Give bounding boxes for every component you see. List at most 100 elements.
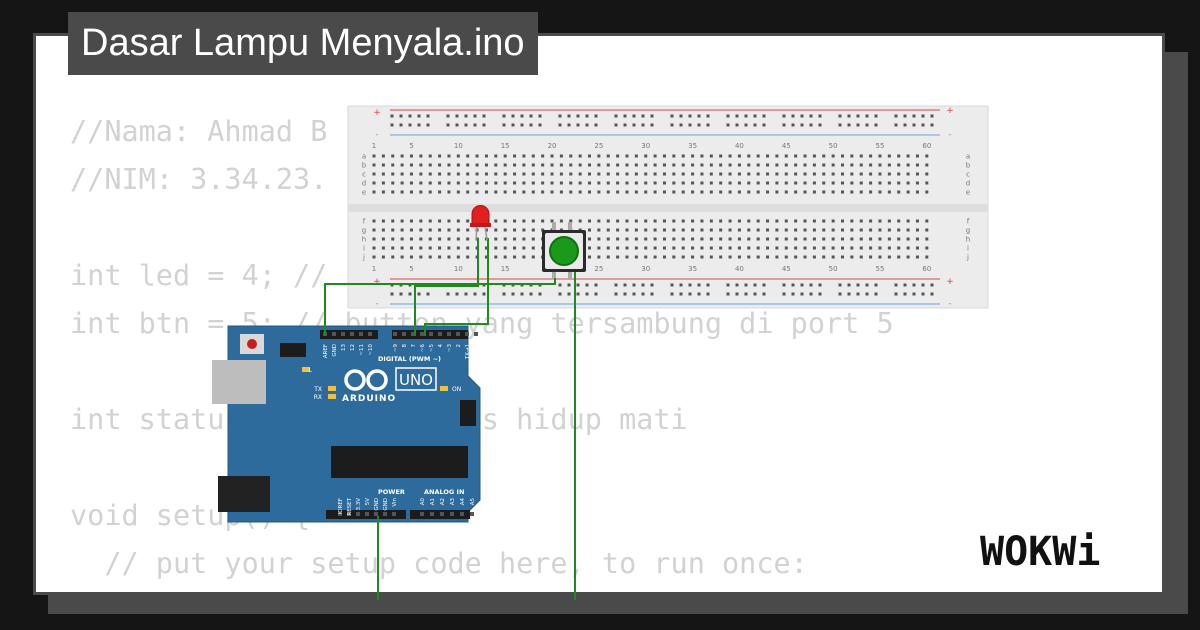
header-pin[interactable] bbox=[420, 512, 424, 516]
breadboard-row-letter: h bbox=[362, 236, 366, 244]
breadboard-column-number: 45 bbox=[782, 142, 791, 150]
header-pin[interactable] bbox=[429, 332, 433, 336]
header-pin[interactable] bbox=[392, 512, 396, 516]
header-pin[interactable] bbox=[383, 512, 387, 516]
arduino-uno-board[interactable]: UNO ARDUINO DIGITAL (PWM ~) POWER ANALOG… bbox=[212, 325, 481, 523]
header-pin[interactable] bbox=[465, 332, 469, 336]
header-pin[interactable] bbox=[450, 512, 454, 516]
breadboard-row-letter: e bbox=[966, 189, 970, 197]
header-pin[interactable] bbox=[341, 332, 345, 336]
breadboard-column-number: 1 bbox=[372, 142, 376, 150]
breadboard-rail-sign: - bbox=[375, 130, 378, 140]
pin-label: ~11 bbox=[359, 344, 365, 356]
pin-label: IOREF bbox=[338, 498, 344, 514]
push-button[interactable] bbox=[542, 222, 586, 278]
breadboard-row-letter: a bbox=[966, 153, 970, 161]
header-pin[interactable] bbox=[338, 512, 342, 516]
breadboard-column-number: 45 bbox=[782, 265, 791, 273]
code-line: int led = 4; // bbox=[70, 259, 328, 292]
pin-label: 12 bbox=[350, 344, 356, 351]
header-pin[interactable] bbox=[474, 332, 478, 336]
pin-label: 8 bbox=[402, 344, 408, 348]
header-pin[interactable] bbox=[356, 512, 360, 516]
top-header-left bbox=[320, 330, 378, 339]
power-jack bbox=[218, 476, 270, 512]
pin-label: ~10 bbox=[368, 344, 374, 356]
header-pin[interactable] bbox=[374, 512, 378, 516]
breadboard-row-letter: d bbox=[966, 180, 970, 188]
pin-label: TX→1 bbox=[465, 344, 471, 360]
breadboard-column-number: 50 bbox=[829, 142, 838, 150]
breadboard-row-letter: a bbox=[362, 153, 366, 161]
header-pin[interactable] bbox=[365, 512, 369, 516]
breadboard-row-letter: e bbox=[362, 189, 366, 197]
breadboard-column-number: 30 bbox=[641, 142, 650, 150]
wokwi-logo-text: WOKWi bbox=[980, 529, 1100, 575]
header-pin[interactable] bbox=[368, 332, 372, 336]
breadboard-row-letter: f bbox=[967, 218, 970, 226]
pin-label: 13 bbox=[341, 344, 347, 351]
header-pin[interactable] bbox=[347, 512, 351, 516]
header-pin[interactable] bbox=[411, 332, 415, 336]
led-l-label: L bbox=[309, 367, 313, 374]
breadboard-row-letter: j bbox=[966, 254, 969, 262]
red-led[interactable] bbox=[470, 205, 491, 241]
breadboard-column-number: 15 bbox=[501, 142, 510, 150]
breadboard-rail-sign: + bbox=[373, 108, 381, 118]
header-pin[interactable] bbox=[430, 512, 434, 516]
pin-label: A4 bbox=[460, 498, 466, 506]
pin-label: ~9 bbox=[393, 344, 399, 353]
header-pin[interactable] bbox=[359, 332, 363, 336]
arduino-infinity-logo bbox=[344, 369, 388, 391]
breadboard-column-number: 50 bbox=[829, 265, 838, 273]
led-tx-indicator bbox=[328, 386, 336, 391]
breadboard-column-number: 5 bbox=[409, 142, 413, 150]
pin-label: 2 bbox=[456, 344, 462, 348]
pin-label: A3 bbox=[450, 498, 456, 506]
atmega-chip bbox=[331, 446, 468, 478]
header-pin[interactable] bbox=[440, 512, 444, 516]
breadboard-row-letter: i bbox=[363, 245, 365, 253]
icsp-header bbox=[280, 343, 306, 357]
breadboard: 1155101015152020252530303535404045455050… bbox=[347, 105, 989, 309]
header-pin[interactable] bbox=[460, 512, 464, 516]
header-pin[interactable] bbox=[393, 332, 397, 336]
pin-label: ~6 bbox=[420, 344, 426, 353]
header-pin[interactable] bbox=[350, 332, 354, 336]
breadboard-column-number: 10 bbox=[454, 142, 463, 150]
header-pin[interactable] bbox=[332, 332, 336, 336]
arduino-brand: ARDUINO bbox=[342, 394, 396, 404]
pin-label: RESET bbox=[347, 497, 353, 515]
breadboard-rail-sign: - bbox=[948, 299, 951, 309]
breadboard-rail-sign: + bbox=[946, 106, 954, 116]
breadboard-column-number: 35 bbox=[688, 265, 697, 273]
header-pin[interactable] bbox=[470, 512, 474, 516]
led-l-indicator bbox=[302, 367, 310, 372]
breadboard-rail-sign: + bbox=[946, 277, 954, 287]
wokwi-logo: WOKWi bbox=[980, 529, 1100, 575]
digital-header-label: DIGITAL (PWM ~) bbox=[378, 355, 441, 363]
header-pin[interactable] bbox=[438, 332, 442, 336]
code-line: //Nama: Ahmad B bbox=[70, 115, 328, 148]
pin-label: 5V bbox=[365, 498, 371, 505]
header-pin[interactable] bbox=[402, 332, 406, 336]
breadboard-row-letter: f bbox=[363, 218, 366, 226]
breadboard-row-letter: c bbox=[966, 171, 970, 179]
project-title[interactable]: Dasar Lampu Menyala.ino bbox=[68, 12, 538, 75]
icsp-header-2 bbox=[460, 400, 476, 426]
pin-label: Vin bbox=[392, 497, 398, 506]
led-on-indicator bbox=[440, 386, 448, 391]
breadboard-column-number: 60 bbox=[922, 265, 931, 273]
led-rx-label: RX bbox=[314, 394, 322, 401]
breadboard-column-number: 20 bbox=[548, 142, 557, 150]
breadboard-column-number: 5 bbox=[409, 265, 413, 273]
breadboard-column-number: 55 bbox=[876, 142, 885, 150]
breadboard-row-letter: h bbox=[966, 236, 970, 244]
breadboard-column-number: 30 bbox=[641, 265, 650, 273]
header-pin[interactable] bbox=[447, 332, 451, 336]
analog-header-label: ANALOG IN bbox=[424, 488, 464, 496]
header-pin[interactable] bbox=[456, 332, 460, 336]
header-pin[interactable] bbox=[420, 332, 424, 336]
breadboard-column-number: 25 bbox=[594, 142, 603, 150]
